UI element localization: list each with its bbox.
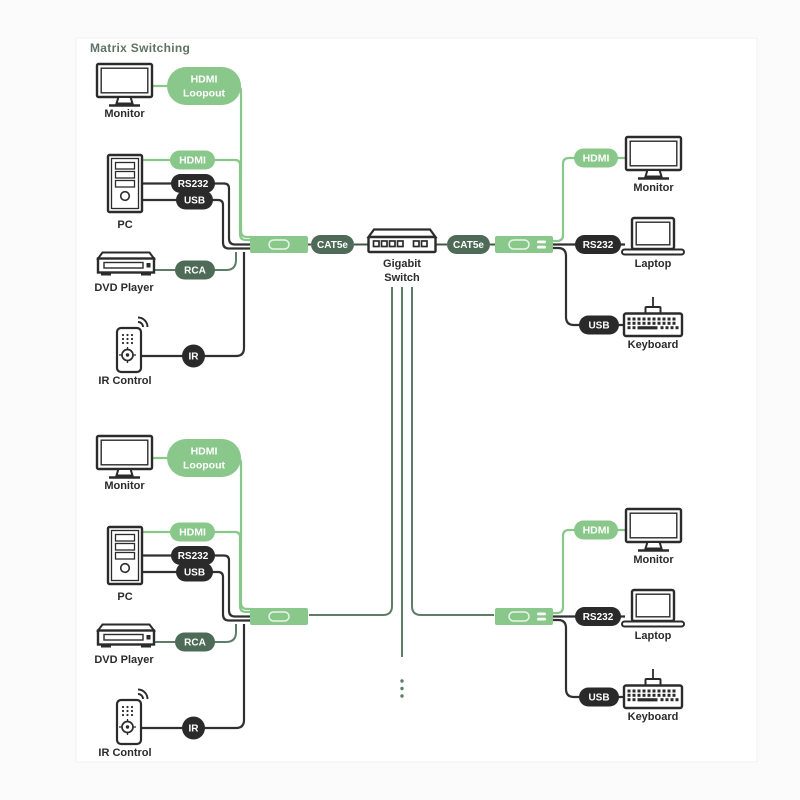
- monitor-label: Monitor: [104, 480, 145, 492]
- svg-text:USB: USB: [588, 321, 609, 332]
- svg-text:HDMI: HDMI: [583, 153, 610, 165]
- gigabit-switch-icon: [367, 228, 437, 254]
- pc-usb-cable: [142, 570, 253, 622]
- trunk-line-right: [411, 287, 494, 616]
- hdmi-pill: HDMI: [170, 150, 215, 170]
- dvd-player-icon: [96, 251, 156, 277]
- rs232-pill: RS232: [171, 174, 215, 193]
- svg-text:USB: USB: [184, 196, 205, 207]
- rca-pill: RCA: [175, 632, 215, 652]
- transmitter-box-icon: [249, 235, 309, 254]
- right-hdmi-pill: HDMI: [574, 520, 618, 540]
- svg-text:IR: IR: [189, 724, 200, 735]
- ir-control-label: IR Control: [98, 375, 151, 387]
- pc-hdmi-cable: [142, 530, 253, 614]
- svg-text:Loopout: Loopout: [183, 88, 225, 100]
- svg-text:RS232: RS232: [583, 240, 614, 251]
- pc-rs232-cable: [142, 554, 253, 618]
- pc-rs232-cable: [142, 182, 253, 246]
- ir-control-label: IR Control: [98, 747, 151, 759]
- svg-text:USB: USB: [184, 568, 205, 579]
- laptop-icon: [620, 588, 686, 628]
- page-title: Matrix Switching: [90, 41, 190, 55]
- svg-text:HDMI: HDMI: [191, 74, 218, 86]
- svg-text:RCA: RCA: [184, 638, 206, 649]
- gigabit-switch-label-line1: Gigabit: [383, 258, 421, 270]
- dvd-player-icon: [96, 623, 156, 649]
- right-rs232-pill: RS232: [575, 235, 621, 254]
- ir-pill: IR: [182, 344, 205, 368]
- right-rs232-pill: RS232: [575, 607, 621, 626]
- pc-label: PC: [117, 591, 132, 603]
- svg-text:CAT5e: CAT5e: [453, 240, 484, 251]
- keyboard-label: Keyboard: [628, 711, 679, 723]
- receiver-box-icon: [494, 235, 554, 254]
- matrix-section-1: Monitor HDMI Loopout PC HDMI RS232 USB D…: [94, 62, 686, 387]
- dvd-rca-cable: [154, 252, 237, 271]
- pc-usb-cable: [142, 198, 253, 250]
- gigabit-switch-label-line2: Switch: [384, 272, 420, 284]
- receiver-box-icon: [494, 607, 554, 626]
- svg-text:HDMI: HDMI: [191, 446, 218, 458]
- monitor-label: Monitor: [633, 182, 674, 194]
- monitor-label: Monitor: [633, 554, 674, 566]
- hdmi-loopout-pill: HDMI Loopout: [167, 67, 241, 105]
- svg-text:RS232: RS232: [178, 551, 209, 562]
- svg-text:HDMI: HDMI: [179, 155, 206, 167]
- svg-text:RS232: RS232: [178, 179, 209, 190]
- svg-text:USB: USB: [588, 693, 609, 704]
- rx-hdmi-cable: [553, 528, 627, 615]
- cat5e-pill-left: CAT5e: [311, 235, 354, 254]
- keyboard-label: Keyboard: [628, 339, 679, 351]
- rx-usb-cable: [553, 618, 625, 699]
- pc-tower-icon: [106, 525, 144, 586]
- backbone: CAT5e CAT5e Gigabit Switch: [308, 228, 495, 698]
- svg-text:IR: IR: [189, 352, 200, 363]
- svg-text:CAT5e: CAT5e: [317, 240, 348, 251]
- svg-text:HDMI: HDMI: [583, 525, 610, 537]
- ir-cable: [141, 252, 246, 358]
- pc-tower-icon: [106, 153, 144, 214]
- rx-usb-cable: [553, 246, 625, 327]
- usb-pill: USB: [176, 190, 213, 210]
- dvd-player-label: DVD Player: [94, 282, 154, 294]
- hdmi-loopout-pill: HDMI Loopout: [167, 439, 241, 477]
- right-hdmi-pill: HDMI: [574, 148, 618, 168]
- cat5e-pill-right: CAT5e: [447, 235, 490, 254]
- svg-text:Loopout: Loopout: [183, 460, 225, 472]
- pc-hdmi-cable: [142, 158, 253, 242]
- usb-pill: USB: [176, 562, 213, 582]
- svg-text:HDMI: HDMI: [179, 527, 206, 539]
- rca-pill: RCA: [175, 260, 215, 280]
- dvd-player-label: DVD Player: [94, 654, 154, 666]
- laptop-label: Laptop: [635, 258, 672, 270]
- pc-label: PC: [117, 219, 132, 231]
- trunk-line-left: [309, 287, 393, 616]
- rs232-pill: RS232: [171, 546, 215, 565]
- monitor-label: Monitor: [104, 108, 145, 120]
- svg-text:RCA: RCA: [184, 266, 206, 277]
- laptop-label: Laptop: [635, 630, 672, 642]
- hdmi-pill: HDMI: [170, 522, 215, 542]
- svg-text:RS232: RS232: [583, 612, 614, 623]
- right-usb-pill: USB: [579, 687, 619, 707]
- rx-hdmi-cable: [553, 156, 627, 243]
- right-usb-pill: USB: [579, 315, 619, 335]
- transmitter-box-icon: [249, 607, 309, 626]
- laptop-icon: [620, 216, 686, 256]
- matrix-section-2: Monitor HDMI Loopout PC HDMI RS232 USB D…: [94, 434, 686, 759]
- dvd-rca-cable: [154, 624, 237, 643]
- ellipsis-dots-icon: [400, 679, 404, 698]
- ir-pill: IR: [182, 716, 205, 740]
- ir-cable: [141, 624, 246, 730]
